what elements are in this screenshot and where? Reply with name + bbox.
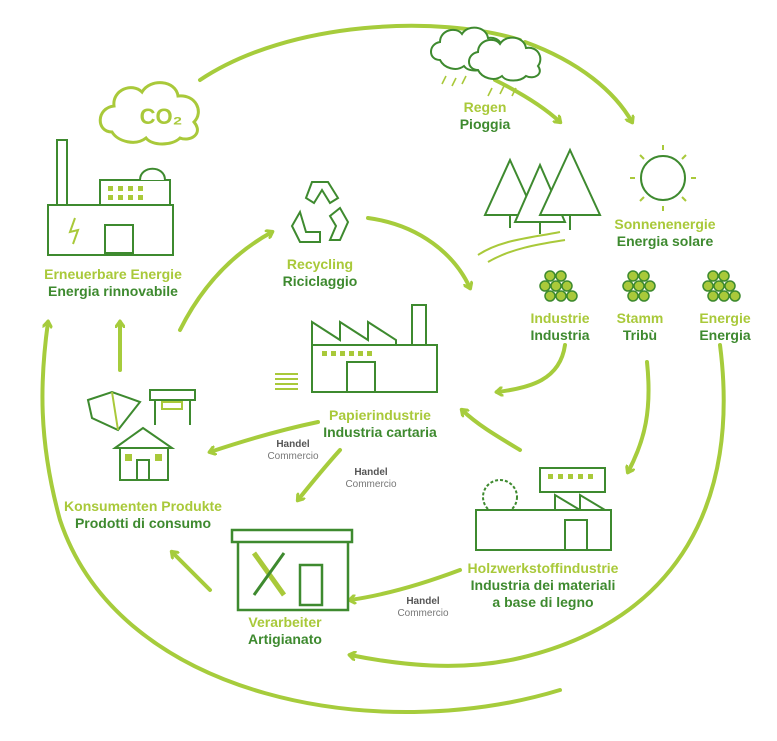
label-rain-de: Regen <box>463 99 507 115</box>
trees-icon <box>477 147 602 263</box>
label-consumer-de: Konsumenten Produkte <box>64 498 222 514</box>
arrow-wood-to-paper <box>462 410 522 452</box>
trade-label-1-de: Handel <box>276 439 310 450</box>
label-solar-de: Sonnenenergie <box>614 216 716 232</box>
label-energy: Energie Energia <box>690 310 760 344</box>
log-pile-icon <box>539 270 741 302</box>
furniture-icon <box>149 389 196 425</box>
label-rain-it: Pioggia <box>459 116 511 132</box>
book-icon <box>86 390 142 432</box>
co2-label: CO₂ <box>139 104 183 129</box>
trade-label-3-it: Commercio <box>397 608 449 619</box>
arrow-top-to-sun <box>523 40 632 122</box>
arrow-paper-to-consumer <box>210 420 320 452</box>
arrow-trunk-to-wood <box>628 360 651 472</box>
label-rain: Regen Pioggia <box>440 99 530 133</box>
arrow-rain-to-forest <box>493 78 560 122</box>
arrow-outer-left <box>40 322 562 714</box>
recycling-icon <box>290 181 350 243</box>
trade-label-3-de: Handel <box>406 596 440 607</box>
label-wood-de: Holzwerkstoffindustrie <box>467 560 619 576</box>
label-energy-de: Energie <box>699 310 751 326</box>
toolbox-icon <box>230 528 354 612</box>
arrow-wood-to-craft <box>350 568 462 600</box>
label-energy-it: Energia <box>699 327 751 343</box>
trade-label-2-it: Commercio <box>345 479 397 490</box>
cycle-arrows <box>40 23 726 714</box>
label-consumer-it: Prodotti di consumo <box>74 515 212 531</box>
label-recycling-it: Riciclaggio <box>282 273 358 289</box>
label-renewable-it: Energia rinnovabile <box>48 283 178 299</box>
label-industry-de: Industrie <box>530 310 590 326</box>
paper-factory-icon <box>275 304 438 393</box>
arrow-craft-to-consumer <box>172 552 212 592</box>
label-industry: Industrie Industria <box>520 310 600 344</box>
trade-label-1: Handel Commercio <box>258 439 328 463</box>
label-solar-it: Energia solare <box>616 233 714 249</box>
label-consumer: Konsumenten Produkte Prodotti di consumo <box>48 498 238 532</box>
label-trunk: Stamm Tribù <box>610 310 670 344</box>
arrow-industry-to-paper <box>497 343 567 392</box>
label-solar: Sonnenenergie Energia solare <box>600 216 730 250</box>
arrow-energy-down <box>518 343 726 660</box>
arrow-to-recycling <box>178 232 272 332</box>
label-recycling-de: Recycling <box>286 256 354 272</box>
label-industry-it: Industria <box>530 327 590 343</box>
label-renewable-de: Erneuerbare Energie <box>44 266 182 282</box>
label-trunk-it: Tribù <box>622 327 658 343</box>
label-renewable: Erneuerbare Energie Energia rinnovabile <box>28 266 198 300</box>
trade-label-2: Handel Commercio <box>336 467 406 491</box>
cloud-icon <box>98 81 200 146</box>
trade-label-2-de: Handel <box>354 467 388 478</box>
house-icon <box>111 426 176 481</box>
label-paper-de: Papierindustrie <box>329 407 431 423</box>
arrow-recycling-to-paper <box>366 216 470 288</box>
label-craft: Verarbeiter Artigianato <box>230 614 340 648</box>
label-craft-it: Artigianato <box>248 631 322 647</box>
sun-icon <box>630 145 696 211</box>
label-wood-it-1: Industria dei materiali <box>470 577 616 593</box>
rain-cloud-icon <box>430 26 542 97</box>
arrow-paper-to-craft <box>298 448 342 500</box>
trade-label-3: Handel Commercio <box>388 596 458 620</box>
label-craft-de: Verarbeiter <box>248 614 322 630</box>
label-paper-it: Industria cartaria <box>323 424 437 440</box>
arrow-bottom-return <box>350 655 522 668</box>
power-plant-icon <box>47 139 174 256</box>
label-recycling: Recycling Riciclaggio <box>270 256 370 290</box>
wood-factory-icon <box>475 467 612 551</box>
label-wood: Holzwerkstoffindustrie Industria dei mat… <box>448 560 638 611</box>
label-paper: Papierindustrie Industria cartaria <box>305 407 455 441</box>
label-trunk-de: Stamm <box>616 310 664 326</box>
label-wood-it-2: a base di legno <box>492 594 594 610</box>
trade-label-1-it: Commercio <box>267 451 319 462</box>
